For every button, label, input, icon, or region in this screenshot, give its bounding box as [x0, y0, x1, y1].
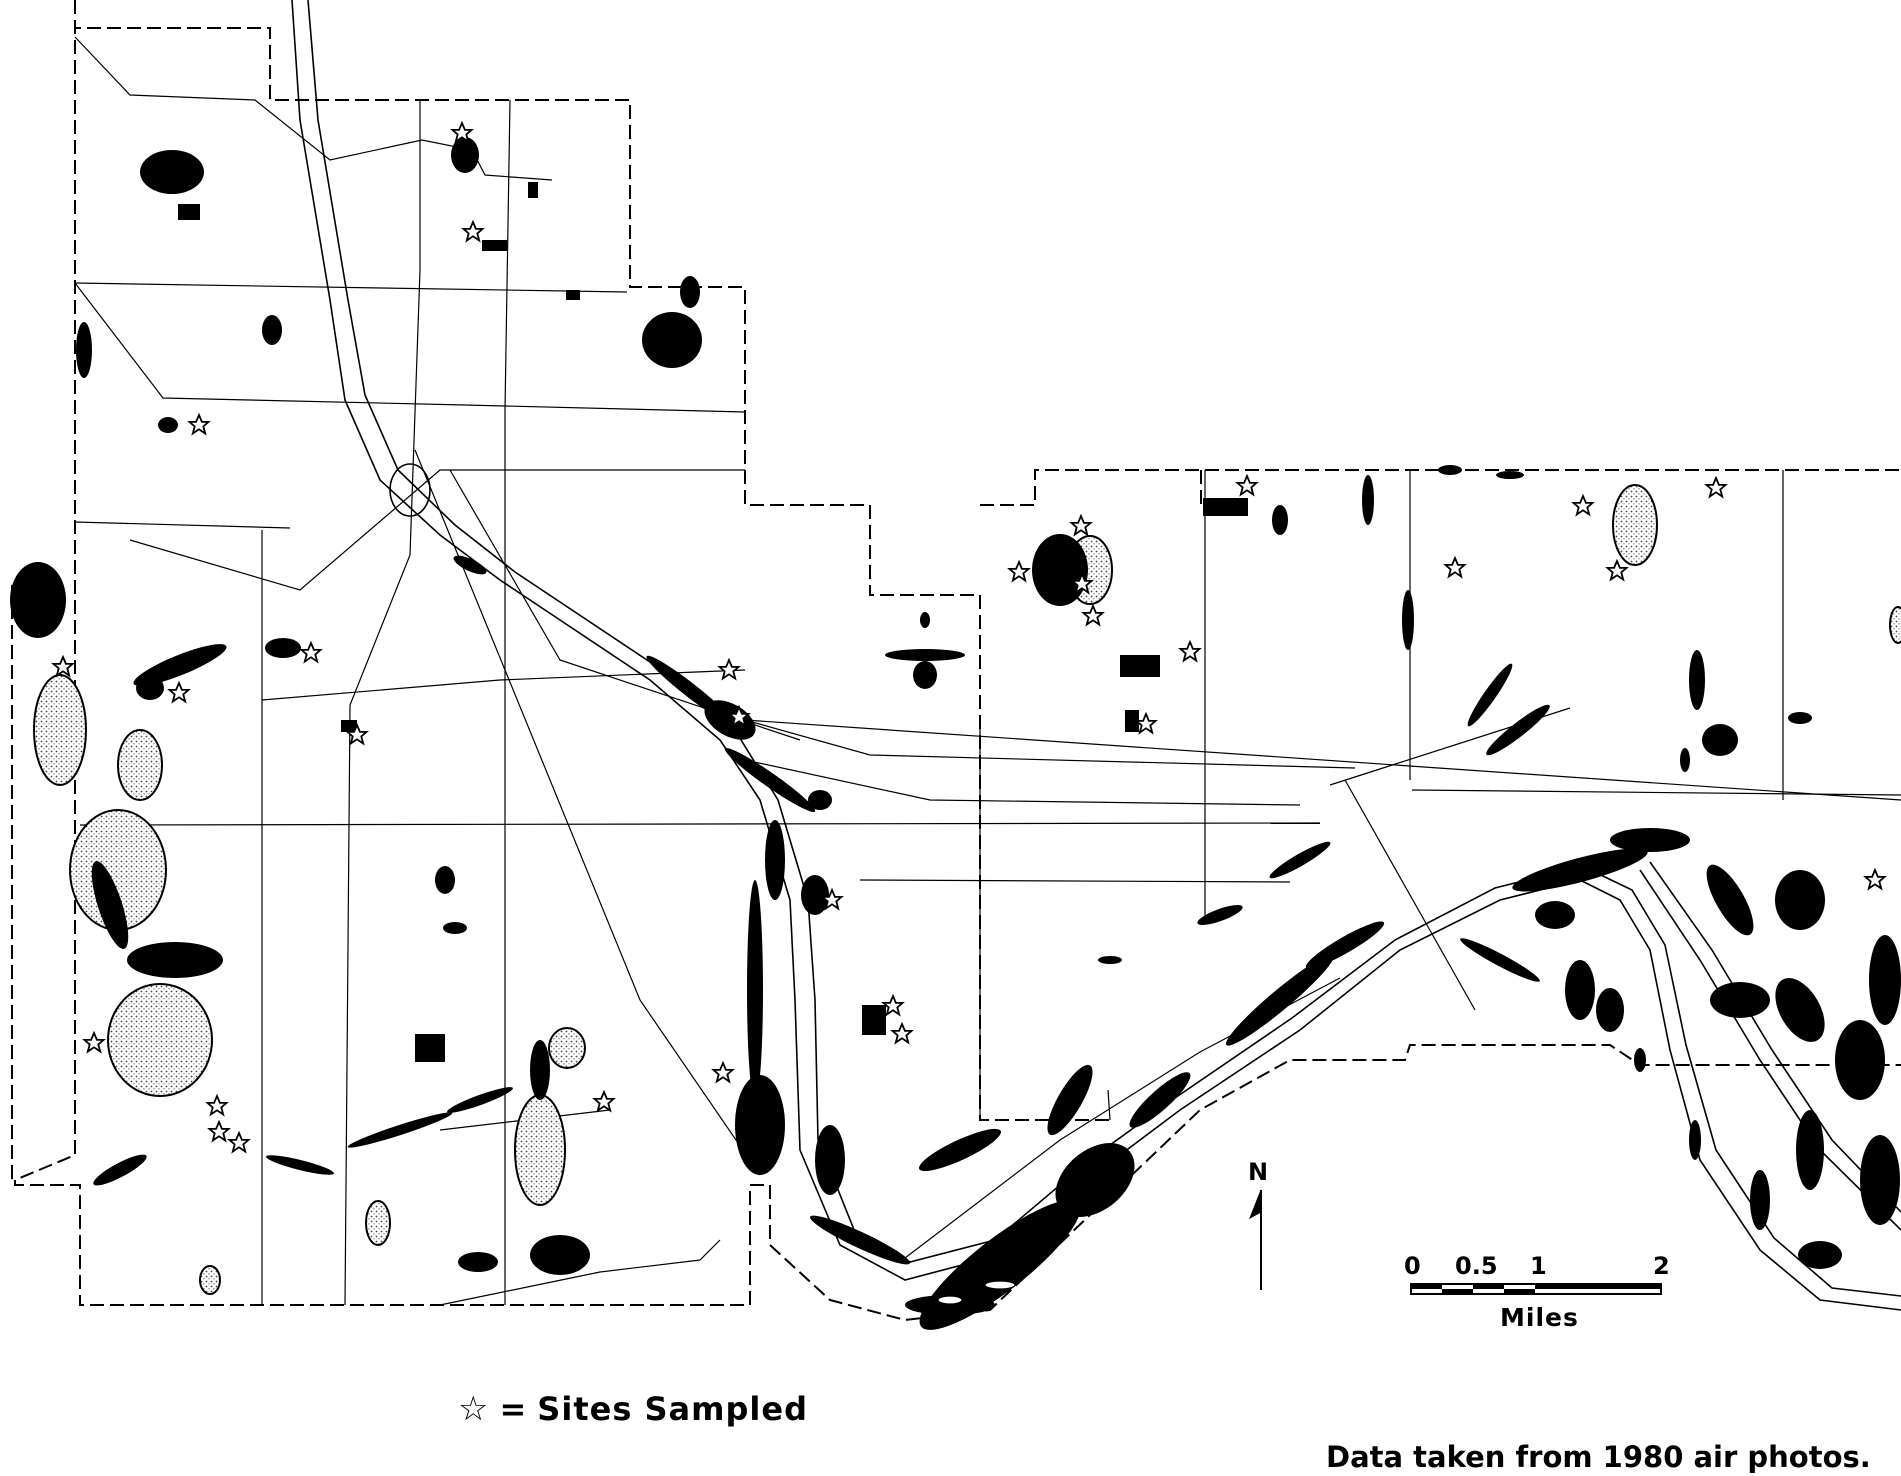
- scale-tick-0-5: 0.5: [1455, 1252, 1498, 1280]
- wetland-areas: [10, 137, 1901, 1330]
- legend: ☆ = Sites Sampled: [458, 1390, 808, 1428]
- legend-label: Sites Sampled: [537, 1390, 808, 1428]
- river-islands: [937, 1280, 1016, 1305]
- north-arrow-label: N: [1248, 1158, 1269, 1186]
- study-area-boundary: [11, 0, 1901, 1322]
- legend-equals: =: [499, 1390, 528, 1428]
- north-arrow-icon: [1249, 1189, 1262, 1290]
- river-channel: [291, 0, 1901, 1311]
- scale-bar: [1410, 1283, 1662, 1295]
- scale-tick-1: 1: [1530, 1252, 1547, 1280]
- scale-tick-0: 0: [1404, 1252, 1421, 1280]
- road-network: [74, 36, 1901, 1306]
- open-water: [33, 484, 1901, 1295]
- scale-units-label: Miles: [1500, 1303, 1579, 1332]
- scale-tick-2: 2: [1653, 1252, 1670, 1280]
- source-note: Data taken from 1980 air photos.: [1326, 1440, 1871, 1474]
- star-outline-icon: ☆: [458, 1389, 490, 1429]
